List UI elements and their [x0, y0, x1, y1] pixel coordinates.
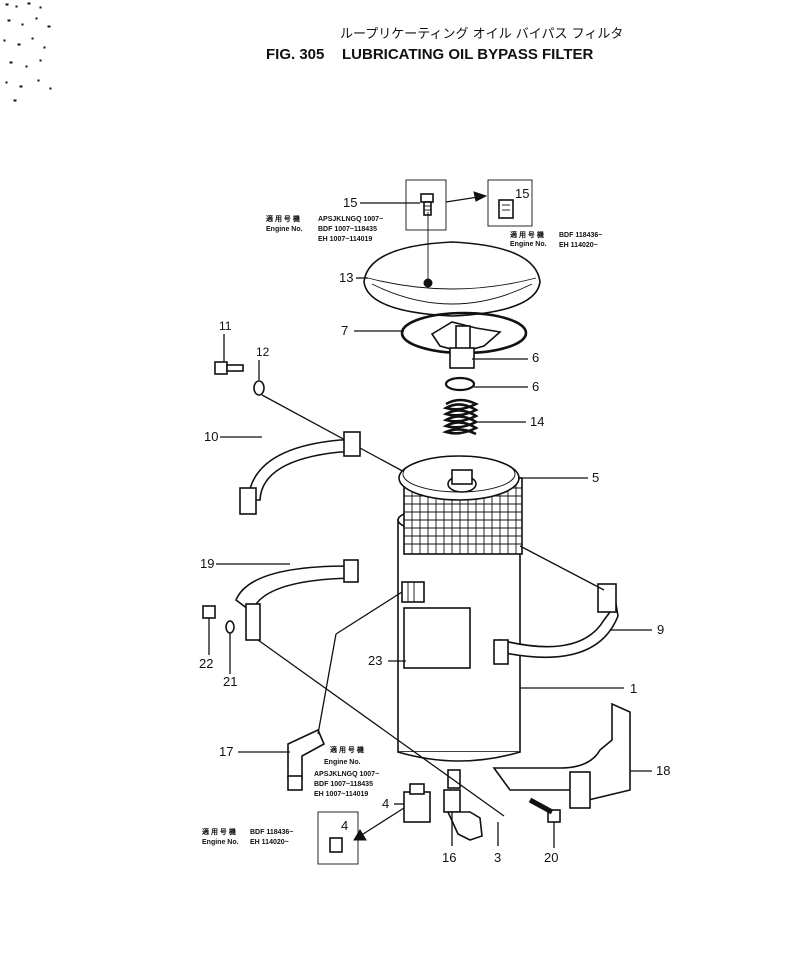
leader-elbow-to-port — [317, 633, 337, 735]
scan-noise — [3, 2, 52, 102]
callout-3: 3 — [494, 850, 501, 865]
upgrade-arrow-bottom — [359, 807, 405, 837]
svg-text:Engine No.: Engine No. — [266, 226, 303, 233]
o-ring — [444, 376, 476, 392]
strap-10 — [239, 431, 361, 515]
svg-text:EH 1007~114019: EH 1007~114019 — [318, 236, 372, 243]
svg-text:EH 114020~: EH 114020~ — [250, 839, 289, 846]
filter-cover — [363, 212, 541, 317]
figure-title: LUBRICATING OIL BYPASS FILTER — [342, 46, 594, 63]
fitting-16 — [443, 789, 483, 841]
note-mid: 適 用 号 機 Engine No. APSJKLNGQ 1007~ BDF 1… — [314, 745, 379, 798]
bolt-11 — [214, 361, 244, 375]
callout-18: 18 — [656, 763, 670, 778]
washer-12 — [253, 380, 265, 396]
nut-22 — [202, 605, 216, 619]
callout-13: 13 — [339, 270, 353, 285]
svg-text:BDF 1007~118435: BDF 1007~118435 — [314, 781, 373, 788]
plug-detail-old — [405, 179, 447, 231]
svg-text:BDF 118436~: BDF 118436~ — [559, 232, 602, 239]
bracket-18 — [492, 702, 631, 809]
bolt-20 — [528, 797, 561, 823]
plug-detail-bottom — [317, 811, 359, 865]
callout-4-main: 4 — [382, 796, 389, 811]
svg-text:BDF 1007~118435: BDF 1007~118435 — [318, 226, 377, 233]
leader-housing-to-strap9 — [519, 545, 605, 591]
arrow-head-top — [473, 191, 488, 202]
spider-plate — [430, 321, 502, 369]
callout-7: 7 — [341, 323, 348, 338]
callout-19: 19 — [200, 556, 214, 571]
title-japanese: ループリケーティング オイル バイパス フィルタ — [340, 27, 623, 42]
callout-23: 23 — [368, 653, 382, 668]
callout-9: 9 — [657, 622, 664, 637]
svg-text:EH 1007~114019: EH 1007~114019 — [314, 791, 368, 798]
svg-text:Engine No.: Engine No. — [324, 759, 361, 766]
note-bottom-left: 適 用 号 機 BDF 118436~ Engine No. EH 114020… — [202, 827, 293, 846]
callout-14: 14 — [530, 414, 544, 429]
callout-15-right: 15 — [515, 186, 529, 201]
leader-strap19-to-bracket — [257, 639, 505, 817]
callout-12: 12 — [256, 345, 270, 359]
filter-housing — [397, 455, 523, 823]
arrow-head-bottom — [353, 829, 367, 841]
strap-9 — [493, 583, 619, 665]
callout-11: 11 — [219, 319, 232, 333]
leader-port — [335, 591, 403, 635]
callout-22: 22 — [199, 656, 213, 671]
callout-5: 5 — [592, 470, 599, 485]
note-top-left: 適 用 号 機 APSJKLNGQ 1007~ Engine No. BDF 1… — [266, 214, 383, 243]
note-top-right: 適 用 号 機 BDF 118436~ Engine No. EH 114020… — [510, 230, 602, 249]
svg-text:APSJKLNGQ 1007~: APSJKLNGQ 1007~ — [314, 771, 379, 778]
plug-detail-new — [487, 179, 533, 227]
washer-21 — [225, 620, 235, 634]
callout-4-detail: 4 — [341, 818, 348, 833]
strap-19 — [235, 559, 359, 641]
callout-15-left: 15 — [343, 195, 357, 210]
svg-text:Engine No.: Engine No. — [202, 839, 239, 846]
callout-21: 21 — [223, 674, 237, 689]
svg-text:適 用 号 機: 適 用 号 機 — [202, 827, 236, 836]
callout-10: 10 — [204, 429, 218, 444]
callout-17: 17 — [219, 744, 233, 759]
upgrade-arrow-top — [445, 196, 479, 203]
elbow-fitting-17 — [287, 728, 326, 791]
callout-6-upper: 6 — [532, 350, 539, 365]
leader-bolt-to-housing — [261, 394, 409, 475]
svg-text:BDF 118436~: BDF 118436~ — [250, 829, 293, 836]
svg-text:Engine No.: Engine No. — [510, 241, 547, 248]
svg-text:適 用 号 機: 適 用 号 機 — [330, 745, 364, 754]
callout-1: 1 — [630, 681, 637, 696]
callout-20: 20 — [544, 850, 558, 865]
svg-text:EH 114020~: EH 114020~ — [559, 242, 598, 249]
callout-6-lower: 6 — [532, 379, 539, 394]
callout-16: 16 — [442, 850, 456, 865]
figure-number: FIG. 305 — [266, 46, 324, 63]
svg-text:適 用 号 機: 適 用 号 機 — [510, 230, 544, 239]
svg-text:適 用 号 機: 適 用 号 機 — [266, 214, 300, 223]
svg-text:APSJKLNGQ 1007~: APSJKLNGQ 1007~ — [318, 216, 383, 223]
spring — [442, 398, 479, 436]
